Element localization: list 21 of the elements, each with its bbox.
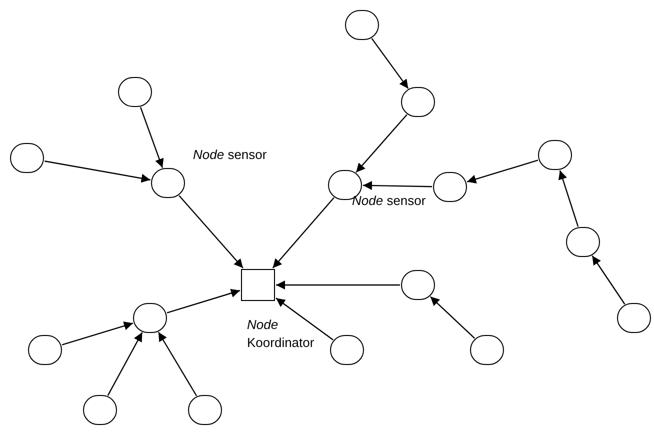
node-caption: Node sensor [193, 146, 268, 164]
arrow [178, 195, 244, 268]
node-square [241, 269, 275, 301]
arrow [107, 332, 143, 396]
arrow [62, 322, 134, 346]
arrow [362, 181, 432, 190]
arrow [44, 160, 150, 183]
arrow [276, 298, 334, 340]
arrow [558, 170, 579, 227]
arrow [166, 288, 240, 314]
arrow [592, 255, 626, 305]
arrow [466, 160, 538, 184]
node-caption: Node sensor [352, 192, 427, 210]
node-caption: Node Koordinator [247, 316, 316, 352]
arrow [430, 296, 476, 339]
arrow [371, 38, 409, 89]
arrow [140, 107, 164, 168]
arrow [272, 197, 334, 268]
arrow [356, 114, 408, 173]
arrow [158, 332, 198, 396]
arrow [276, 280, 400, 290]
